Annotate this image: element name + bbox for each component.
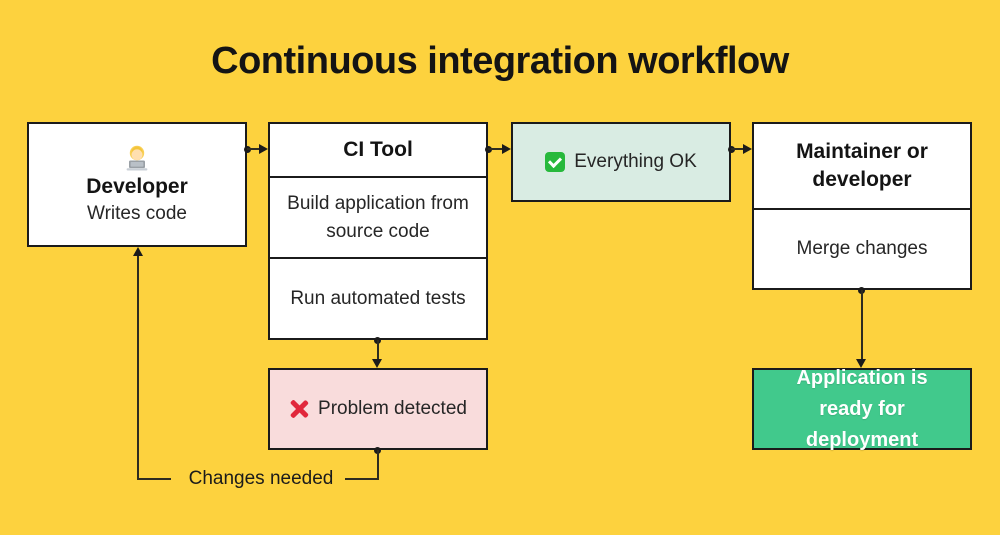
technologist-emoji-icon [123, 144, 151, 171]
node-everything-ok: Everything OK [511, 122, 731, 202]
problem-detected-label: Problem detected [318, 398, 467, 419]
deployment-label: Application is ready for deployment [796, 366, 928, 451]
edge-maintainer-to-deploy-line [861, 290, 863, 361]
edge-ok-to-maintainer-line [731, 148, 745, 150]
check-mark-icon [545, 152, 566, 172]
check-glyph [548, 153, 563, 168]
node-deployment-ready: Application is ready for deployment [752, 367, 972, 451]
edge-ci-to-ok-line [488, 148, 504, 150]
edge-problem-to-developer-hline-right [345, 478, 379, 480]
node-problem-detected: Problem detected [268, 368, 488, 450]
ci-tool-title: CI Tool [343, 138, 413, 161]
edge-ci-to-problem-line [377, 340, 379, 361]
edge-problem-to-developer-hline-left [137, 478, 171, 480]
ci-step-tests: Run automated tests [270, 257, 486, 338]
edge-ok-to-maintainer-arrowhead [743, 144, 752, 154]
maintainer-title: Maintainer or developer [796, 139, 928, 191]
developer-title: Developer [86, 175, 188, 198]
edge-problem-to-developer-vline-left [137, 254, 139, 480]
edge-developer-to-ci-line [247, 148, 261, 150]
edge-developer-to-ci-arrowhead [259, 144, 268, 154]
node-developer: Developer Writes code [27, 122, 247, 247]
ci-step-build: Build application from source code [270, 176, 486, 257]
maintainer-subtitle: Merge changes [754, 208, 970, 288]
edge-maintainer-to-deploy-arrowhead [856, 359, 866, 368]
cross-mark-icon [289, 399, 309, 419]
changes-needed-label: Changes needed [188, 468, 334, 489]
edge-ci-to-ok-arrowhead [502, 144, 511, 154]
node-maintainer: Maintainer or developer Merge changes [752, 122, 972, 290]
page-title: Continuous integration workflow [211, 40, 789, 82]
developer-subtitle: Writes code [87, 203, 187, 224]
edge-ci-to-problem-arrowhead [372, 359, 382, 368]
everything-ok-label: Everything OK [574, 151, 697, 172]
edge-problem-to-developer-arrowhead [133, 247, 143, 256]
node-ci-tool: CI Tool Build application from source co… [268, 122, 488, 340]
edge-problem-to-developer-vline-right [377, 450, 379, 480]
